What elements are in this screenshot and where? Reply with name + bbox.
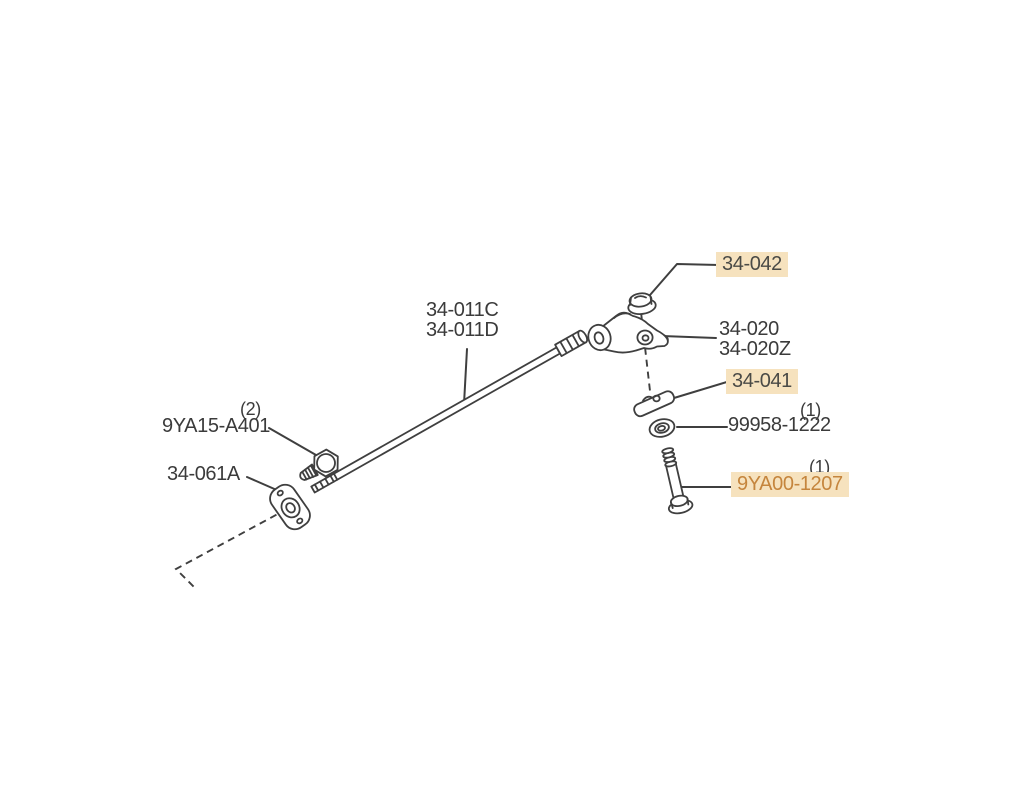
leader-lines — [246, 263, 733, 492]
leader-rod — [463, 348, 468, 405]
leader-bracket — [246, 476, 280, 492]
callout-mount-bolt-qty: (2) — [240, 399, 261, 419]
callout-washer-qty: (1) — [800, 400, 821, 420]
control-rod-drawing — [310, 329, 589, 494]
leader-plate — [673, 380, 731, 399]
flange-nut-drawing — [627, 292, 657, 315]
callout-nut[interactable]: 34-042 — [716, 252, 788, 277]
callout-rod: 34-011C 34-011D — [426, 299, 499, 341]
callout-bracket: 34-061A — [167, 463, 240, 485]
callout-link-line1: 34-020 — [719, 318, 779, 340]
hex-bolt-drawing — [299, 448, 339, 481]
callout-stud-bolt[interactable]: 9YA00-1207 — [731, 472, 849, 497]
washer-drawing — [648, 418, 676, 438]
callout-plate[interactable]: 34-041 — [726, 369, 798, 394]
callout-link: 34-020 34-020Z — [719, 319, 791, 359]
axis-dashed-line-lower — [174, 508, 288, 590]
stud-bolt-drawing — [661, 447, 694, 515]
leader-link — [661, 335, 717, 339]
link-assembly-drawing — [587, 311, 669, 354]
callout-mount-bolt: 9YA15-A401 — [162, 415, 270, 437]
callout-link-line2: 34-020Z — [719, 338, 791, 360]
callout-stud-bolt-qty: (1) — [809, 457, 830, 477]
bracket-flange-drawing — [269, 483, 311, 531]
callout-rod-line1: 34-011C — [426, 299, 499, 321]
leader-nut — [649, 263, 720, 296]
leader-mount-bolt — [268, 427, 317, 456]
retainer-plate-drawing — [633, 390, 675, 418]
callout-washer: 99958-1222 — [728, 414, 831, 436]
callout-rod-line2: 34-011D — [426, 319, 499, 341]
